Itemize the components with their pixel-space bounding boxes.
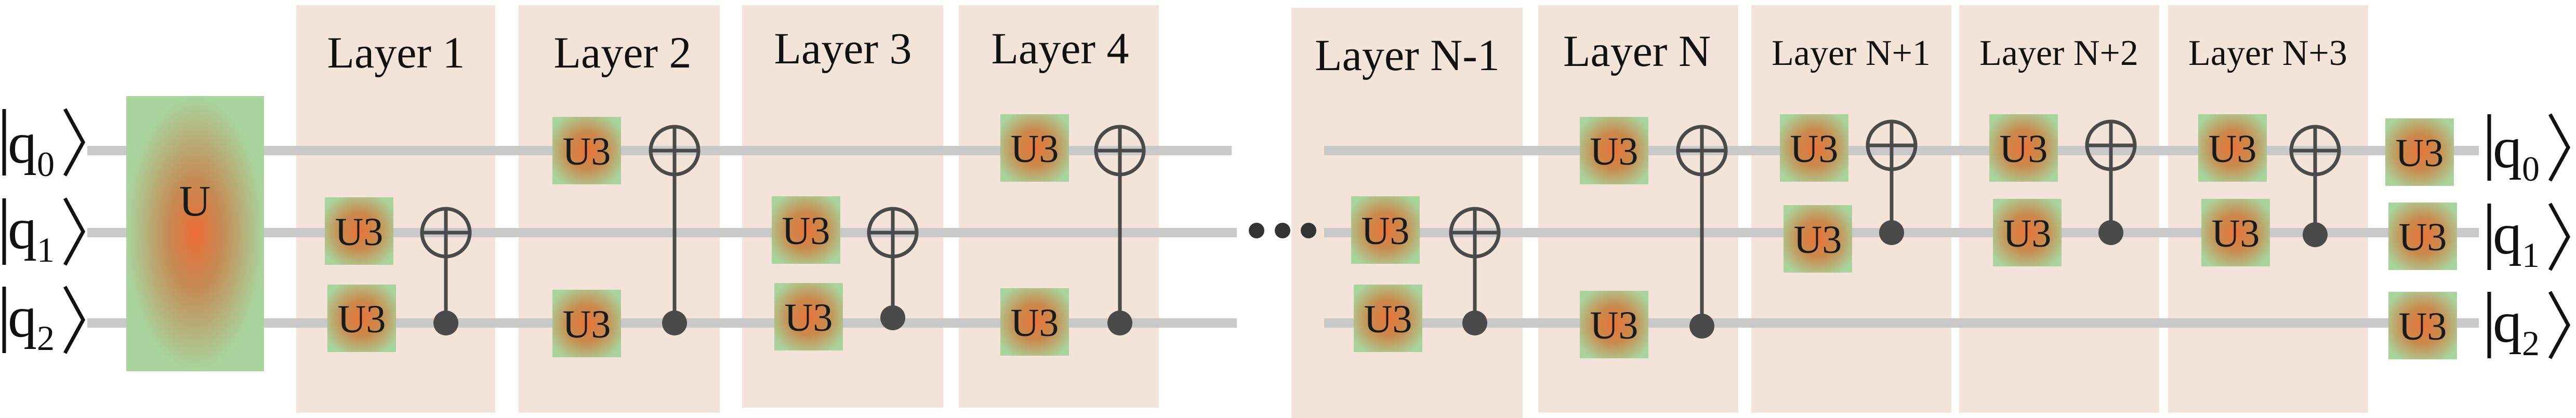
input-ket-q0: q0 (2, 108, 85, 184)
layer-labels: Layer 1 Layer 2 Layer 3 Layer 4 Layer N-… (327, 23, 2347, 80)
ket-symbol: q1 (8, 197, 55, 269)
control-dot-layer-n-minus-1 (1462, 311, 1487, 335)
ket-symbol: q2 (8, 285, 55, 358)
ket-symbol: q0 (8, 111, 55, 184)
ket-symbol: q0 (2493, 116, 2540, 188)
u3-gate-box (1580, 117, 1648, 184)
u3-gate-box (1993, 199, 2062, 266)
unitary-box (126, 96, 264, 371)
ellipsis-dot (1275, 223, 1290, 238)
u3-gate-label: U3 (563, 303, 611, 346)
u3-gate-box (1580, 291, 1648, 358)
output-kets: q0 q1 q2 (2487, 113, 2570, 363)
u3-gate-label: U3 (2212, 212, 2260, 255)
ket-symbol: q2 (2493, 290, 2540, 363)
u3-gate-box (1351, 196, 1420, 264)
input-kets: q0 q1 q2 (2, 108, 85, 358)
output-ket-q1: q1 (2487, 202, 2570, 275)
control-dot-layer-n-plus-1 (1879, 220, 1904, 245)
u3-gate-label: U3 (1590, 130, 1639, 173)
u3-gate-label: U3 (1794, 218, 1842, 262)
layer-label-n-plus-3: Layer N+3 (2188, 33, 2347, 73)
ket-angle (63, 286, 85, 354)
u3-gate-box (772, 196, 840, 264)
u3-gate-label: U3 (1364, 298, 1412, 341)
output-ket-q2: q2 (2487, 290, 2570, 363)
u3-gate-box (1000, 114, 1069, 182)
input-ket-q1: q1 (2, 197, 85, 269)
ket-angle (2548, 113, 2570, 182)
u3-gate-label: U3 (338, 298, 386, 341)
u3-gate-box (2201, 199, 2270, 266)
u3-gate-label: U3 (2399, 215, 2447, 259)
u3-gate-label: U3 (1011, 127, 1059, 171)
u3-gate-label: U3 (1590, 304, 1639, 347)
ket-angle (63, 197, 85, 266)
unitary-label: U (179, 177, 211, 225)
control-dot-layer-n-plus-2 (2098, 220, 2123, 245)
u3-gate-box (2198, 114, 2267, 182)
layer-label-4: Layer 4 (991, 23, 1129, 73)
ellipsis-icon (1249, 223, 1316, 238)
u3-gate-label: U3 (1790, 127, 1839, 171)
control-dot-layer-n (1689, 314, 1714, 339)
ket-symbol: q1 (2493, 202, 2540, 275)
ket-angle (2548, 203, 2570, 271)
u3-gate-label: U3 (2209, 127, 2257, 171)
u3-gate-label: U3 (785, 296, 833, 340)
u3-gate-label: U3 (2003, 212, 2052, 255)
u3-gates: U3 U3 U3 U3 U3 U3 U3 U3 U3 U3 U3 U3 U3 U… (325, 114, 2457, 359)
layer-label-1: Layer 1 (327, 28, 465, 77)
layer-label-n-minus-1: Layer N-1 (1315, 30, 1500, 80)
control-dot-layer-1 (433, 311, 458, 335)
u3-gate-box (774, 283, 843, 350)
input-ket-q2: q2 (2, 285, 85, 358)
control-dot-layer-n-plus-3 (2303, 222, 2328, 247)
u3-gate-label: U3 (2396, 131, 2444, 175)
unitary-block: U (126, 96, 264, 371)
u3-gate-box (325, 197, 393, 265)
u3-gate-label: U3 (2399, 305, 2447, 348)
cnot-gates (420, 119, 2341, 339)
layer-label-2: Layer 2 (553, 28, 691, 77)
ket-angle (63, 108, 85, 177)
layer-label-n: Layer N (1563, 26, 1711, 76)
u3-gate-box (2385, 118, 2454, 186)
u3-gate-label: U3 (782, 209, 830, 253)
u3-gate-box (1989, 114, 2058, 182)
layer-label-3: Layer 3 (774, 23, 911, 73)
u3-gate-box (552, 117, 621, 184)
output-ket-q0: q0 (2487, 113, 2570, 188)
u3-gate-box (2388, 203, 2457, 270)
u3-gate-label: U3 (335, 210, 384, 254)
u3-gate-label: U3 (1362, 209, 1410, 253)
u3-gate-box (327, 285, 396, 352)
u3-gate-box (1784, 205, 1852, 273)
layer-label-n-plus-2: Layer N+2 (1979, 33, 2138, 73)
u3-gate-label: U3 (1011, 301, 1059, 345)
u3-gate-box (2388, 292, 2457, 359)
u3-gate-box (552, 290, 621, 357)
u3-gate-label: U3 (563, 130, 611, 173)
ellipsis-dot (1249, 223, 1264, 238)
u3-gate-box (1780, 114, 1848, 182)
ket-angle (2548, 291, 2570, 359)
control-dot-layer-3 (880, 305, 905, 330)
u3-gate-box (1000, 288, 1069, 356)
u3-gate-label: U3 (2000, 127, 2048, 171)
control-dot-layer-2 (662, 311, 687, 335)
u3-gate-box (1354, 285, 1422, 352)
layer-label-n-plus-1: Layer N+1 (1772, 33, 1931, 73)
ellipsis-dot (1301, 223, 1316, 238)
control-dot-layer-4 (1107, 311, 1132, 335)
